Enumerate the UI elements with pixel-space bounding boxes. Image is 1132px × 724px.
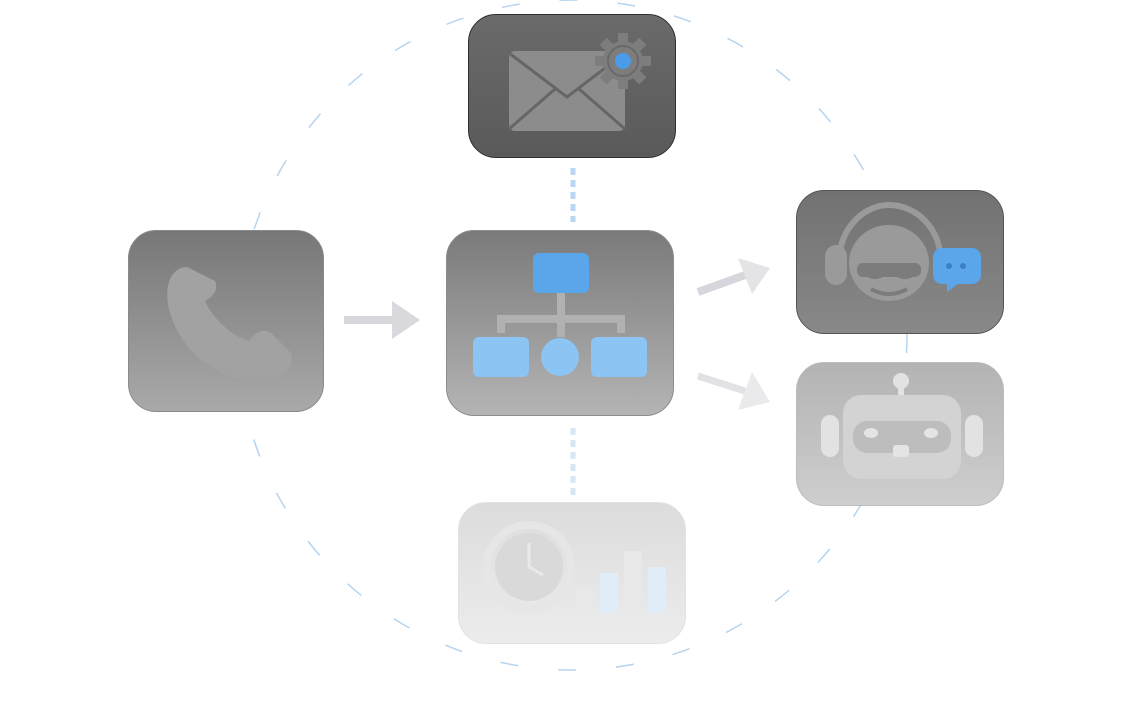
arrow-phone-router xyxy=(344,301,420,339)
phone-node[interactable] xyxy=(128,230,324,412)
arrow-router-bot xyxy=(696,372,770,410)
chatbot-node[interactable] xyxy=(796,362,1004,506)
headset-agent-chat-icon xyxy=(825,201,981,301)
analytics-node[interactable] xyxy=(458,502,686,644)
envelope-gear-icon xyxy=(508,33,651,131)
org-chart-icon xyxy=(473,253,647,377)
robot-icon xyxy=(821,373,983,479)
live-agent-node[interactable] xyxy=(796,190,1004,334)
phone-icon xyxy=(167,267,292,382)
email-settings-node[interactable] xyxy=(468,14,676,158)
routing-hub-node[interactable] xyxy=(446,230,674,416)
clock-bar-chart-icon xyxy=(483,521,666,613)
arrow-router-agent xyxy=(696,258,770,296)
